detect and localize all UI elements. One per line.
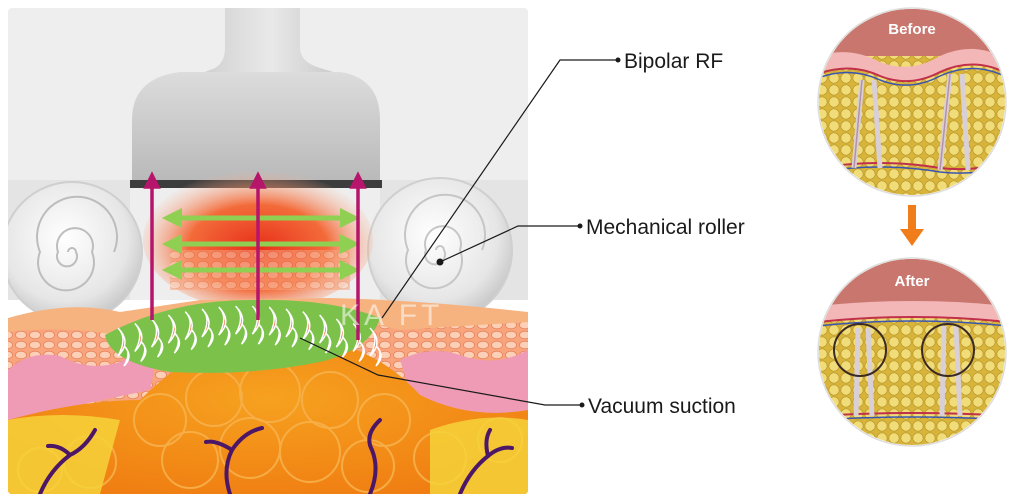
suction-swirl xyxy=(224,324,231,346)
arrow-down-icon xyxy=(900,205,924,246)
after-septae xyxy=(853,325,963,417)
suction-swirl xyxy=(268,306,277,336)
label-mechanical-roller: Mechanical roller xyxy=(586,216,745,239)
device-cross-section: KA FT xyxy=(8,8,528,494)
suction-swirl xyxy=(257,323,265,345)
suction-swirl xyxy=(173,332,181,354)
rf-head xyxy=(132,72,380,182)
suction-swirl xyxy=(274,324,281,346)
suction-swirl xyxy=(167,314,177,344)
suction-swirl xyxy=(240,323,248,345)
after-skin-surface xyxy=(819,301,1005,322)
blood-vessels xyxy=(38,418,514,494)
before-label: Before xyxy=(888,21,936,38)
before-skin-surface xyxy=(819,48,1005,82)
left-roller xyxy=(8,181,143,323)
suction-swirl xyxy=(285,308,294,338)
suction-swirl xyxy=(140,340,147,362)
rf-horizontal-arrows xyxy=(162,208,360,280)
suction-swirl xyxy=(318,314,328,344)
device-neck xyxy=(200,8,340,74)
suction-swirl xyxy=(134,322,143,352)
fat-layer xyxy=(8,334,528,494)
suction-swirl xyxy=(117,327,126,357)
watermark: KA FT xyxy=(340,299,443,332)
callout-lines xyxy=(299,59,618,406)
suction-swirl xyxy=(358,340,365,362)
suction-swirl xyxy=(335,318,345,348)
suction-swirl xyxy=(291,326,298,348)
roller-swirl-icon xyxy=(36,195,118,292)
after-panel: After xyxy=(817,257,1007,447)
callout-dots xyxy=(436,57,621,408)
suction-swirl xyxy=(201,308,210,338)
skin-fold-left xyxy=(8,350,154,420)
suction-swirl xyxy=(190,329,197,351)
suction-swirl xyxy=(207,326,214,348)
highlight-circles xyxy=(833,323,975,377)
suction-swirl xyxy=(375,345,382,367)
before-panel: Before xyxy=(817,7,1007,197)
suction-swirl xyxy=(156,336,164,358)
suction-swirl xyxy=(324,332,332,354)
suction-swirl xyxy=(308,329,315,351)
vacuum-suction-band xyxy=(105,299,382,373)
suction-swirl xyxy=(218,306,227,336)
suction-swirl xyxy=(234,305,244,335)
label-vacuum-suction: Vacuum suction xyxy=(588,395,736,418)
suction-swirl xyxy=(123,345,130,367)
rf-vertical-arrows xyxy=(143,171,367,340)
suction-swirl xyxy=(341,336,349,358)
roller-swirl-icon xyxy=(404,193,486,290)
suction-swirl xyxy=(150,318,160,348)
after-label: After xyxy=(894,273,929,290)
suction-swirl xyxy=(184,311,193,341)
label-bipolar-rf: Bipolar RF xyxy=(624,50,723,73)
suction-swirl xyxy=(369,327,378,357)
